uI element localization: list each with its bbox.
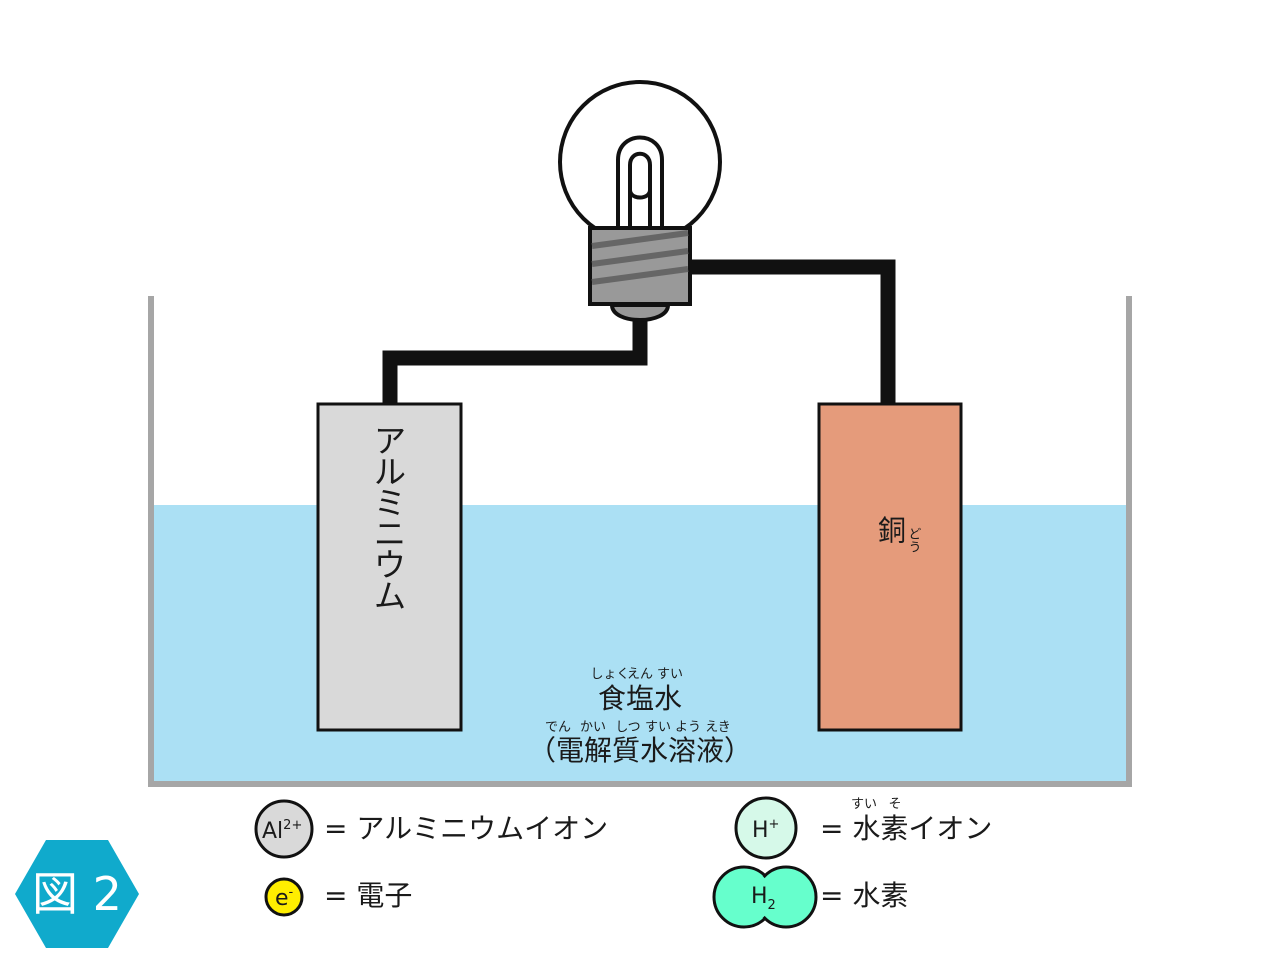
copper-ruby: どう (906, 527, 921, 553)
ruby-text: かい (580, 720, 606, 735)
hydrogen-molecule-text: = 水素 (820, 879, 908, 912)
wire-aluminum (382, 305, 648, 404)
solution-type: （電解質水溶液） (528, 734, 752, 767)
solution-type-ruby: でんかいしつすいようえき (545, 720, 731, 735)
legend-hydrogen-molecule: H2 = 水素 (712, 865, 908, 929)
ruby-text: えん (627, 667, 653, 682)
ruby-text: すい (657, 667, 683, 682)
solution-name: 食塩水 (598, 682, 682, 715)
solution-label: しょくえんすい 食塩水 でんかいしつすいようえき （電解質水溶液） (528, 667, 752, 767)
hydrogen-ion-text: = 水素イオン (820, 812, 992, 845)
legend-hydrogen-ion: H+ = 水素イオン すいそ (734, 796, 992, 860)
wire-copper (688, 259, 896, 404)
legend-electron: e- = 電子 (264, 877, 412, 917)
ruby-text: しつ (615, 720, 640, 735)
figure-badge: 図 2 (15, 840, 139, 948)
aluminum-label-char: ニ (374, 515, 406, 553)
hydrogen-ion-ruby: すいそ (851, 797, 902, 812)
ruby-text: しょく (590, 667, 629, 682)
bulb-filament (616, 135, 664, 230)
container (148, 296, 1132, 787)
svg-text:e-: e- (275, 885, 294, 911)
copper-label: 銅 (878, 514, 906, 547)
ruby-text: えき (705, 720, 731, 735)
electron-text: = 電子 (324, 879, 412, 912)
hydrogen-molecule-icon (712, 865, 818, 929)
aluminum-ion-text: = アルミニウムイオン (324, 812, 608, 845)
hydrogen-ion-icon (734, 796, 798, 860)
svg-text:Al2+: Al2+ (262, 818, 302, 844)
aluminum-label-char: ア (374, 422, 406, 460)
electrolyte-solution (153, 505, 1127, 784)
ruby-text: そ (888, 797, 901, 812)
aluminum-label-char: ム (374, 577, 406, 615)
aluminum-label-char: ル (374, 453, 406, 491)
ruby-text: すい (645, 720, 671, 735)
legend-aluminum-ion: Al2+ = アルミニウムイオン (254, 799, 608, 859)
aluminum-label: アルミニウム (374, 422, 406, 615)
aluminum-electrode: アルミニウム (316, 402, 463, 732)
aluminum-ion-icon (254, 799, 314, 859)
electron-icon (264, 877, 304, 917)
solution-name-ruby: しょくえんすい (590, 667, 683, 682)
aluminum-label-char: ミ (374, 484, 406, 522)
ruby-text: でん (545, 720, 571, 735)
bulb-glass (558, 80, 722, 244)
svg-text:H+: H+ (752, 817, 779, 843)
ruby-text: すい (851, 797, 877, 812)
svg-text:H2: H2 (751, 884, 776, 913)
copper-electrode: 銅 どう (817, 402, 963, 732)
light-bulb (558, 80, 722, 322)
ruby-text: よう (675, 720, 701, 735)
figure-number: 図 2 (32, 867, 122, 921)
aluminum-label-char: ウ (374, 546, 406, 584)
legend: Al2+ = アルミニウムイオン e- = 電子 H+ = 水素イオン すいそ … (254, 796, 992, 929)
